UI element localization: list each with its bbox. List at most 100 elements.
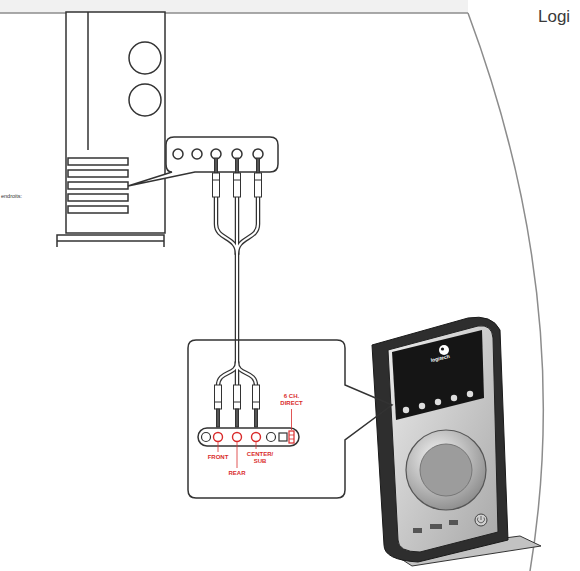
audio-cable (218, 362, 237, 386)
pod-button (467, 391, 473, 397)
leader-line (256, 442, 257, 449)
computer-tower (57, 12, 165, 247)
audio-port (267, 433, 276, 442)
direct-switch (289, 435, 294, 436)
logo-text: logitech (430, 354, 450, 363)
power-button (475, 514, 487, 526)
badge (413, 528, 422, 533)
audio-cable (218, 362, 237, 386)
leader-line (218, 409, 292, 468)
volume-knob (406, 430, 486, 510)
pod-button (403, 407, 409, 413)
jack-plug (253, 402, 260, 403)
port-label: CENTER/ SUB (244, 451, 276, 464)
logo-mark (441, 347, 444, 350)
cut-off-note: endroits: (1, 193, 22, 199)
callout-outline (188, 340, 392, 498)
port-strip (198, 428, 299, 446)
tower-slot (68, 158, 128, 165)
audio-cable (237, 362, 256, 386)
tower-slot (68, 206, 128, 213)
callout-outline (188, 340, 345, 498)
audio-port (173, 149, 183, 159)
audio-cable (237, 196, 258, 254)
pod-button (435, 399, 441, 405)
audio-cable (236, 196, 238, 254)
jack-plug (255, 409, 258, 427)
jack-plug (215, 385, 222, 409)
power-icon (478, 516, 485, 523)
jack-plug (213, 158, 262, 197)
direct-switch (289, 439, 294, 440)
jack-plug (213, 173, 220, 197)
port-label: 6 CH. DIRECT (278, 393, 306, 406)
port-label: 6 CH. DIRECT (278, 393, 306, 406)
pod-button (451, 395, 457, 401)
audio-port (233, 433, 242, 442)
jack-plug (234, 180, 241, 181)
audio-cable (216, 196, 258, 386)
jack-plug (215, 402, 222, 403)
audio-port (252, 433, 261, 442)
jack-plug (215, 385, 260, 427)
leader-line (291, 409, 292, 430)
jack-plug (257, 158, 260, 173)
audio-port (202, 433, 211, 442)
logo-text: logitech (430, 354, 450, 363)
audio-cable (235, 254, 240, 362)
volume-knob (420, 444, 472, 496)
jack-plug (234, 385, 241, 409)
tower-body (66, 12, 165, 233)
tower-edge (87, 12, 89, 150)
pod-button (419, 403, 425, 409)
tower-base (57, 240, 164, 242)
jack-plug (217, 409, 220, 427)
direct-switch (289, 431, 294, 443)
tower-slot (68, 194, 128, 201)
audio-port (214, 433, 223, 442)
drive-bay (129, 84, 161, 116)
jack-plug (234, 173, 241, 197)
cut-off-note: endroits: (1, 193, 22, 199)
jack-plug (255, 173, 262, 197)
pod-button (403, 391, 473, 413)
badge (430, 524, 442, 529)
audio-cable (216, 196, 258, 386)
jack-plug (236, 158, 239, 173)
jack-plug (236, 409, 239, 427)
audio-port (192, 149, 202, 159)
control-pod (372, 317, 541, 566)
pod-face (388, 326, 498, 552)
audio-cable (237, 362, 256, 386)
tower-base (57, 235, 164, 247)
page-frame (0, 0, 543, 571)
optical-port (279, 433, 287, 441)
input-panel (198, 428, 299, 446)
audio-cable (237, 196, 258, 254)
leader-line (237, 442, 238, 468)
callout-box: 6 CH. DIRECT FRONT CENTER/ SUB REAR (188, 340, 345, 498)
brand-heading: Logi (538, 8, 570, 27)
port-label: REAR (226, 470, 248, 477)
audio-cable (216, 196, 237, 254)
top-band (0, 0, 468, 13)
port-label: FRONT (203, 454, 233, 461)
port-label: REAR (226, 470, 248, 477)
jack-plug (234, 402, 241, 403)
jack-plug (213, 180, 220, 181)
badge (449, 520, 458, 525)
jack-plug (255, 180, 262, 181)
port-label: CENTER/ SUB (244, 451, 276, 464)
jack-plug (253, 385, 260, 409)
brand-heading: Logi (538, 8, 570, 27)
leader-line (218, 442, 219, 452)
drive-bay (129, 42, 161, 74)
audio-cable (236, 254, 238, 362)
audio-cable (216, 196, 258, 386)
tower-slot (68, 170, 128, 177)
audio-cable (216, 196, 237, 254)
